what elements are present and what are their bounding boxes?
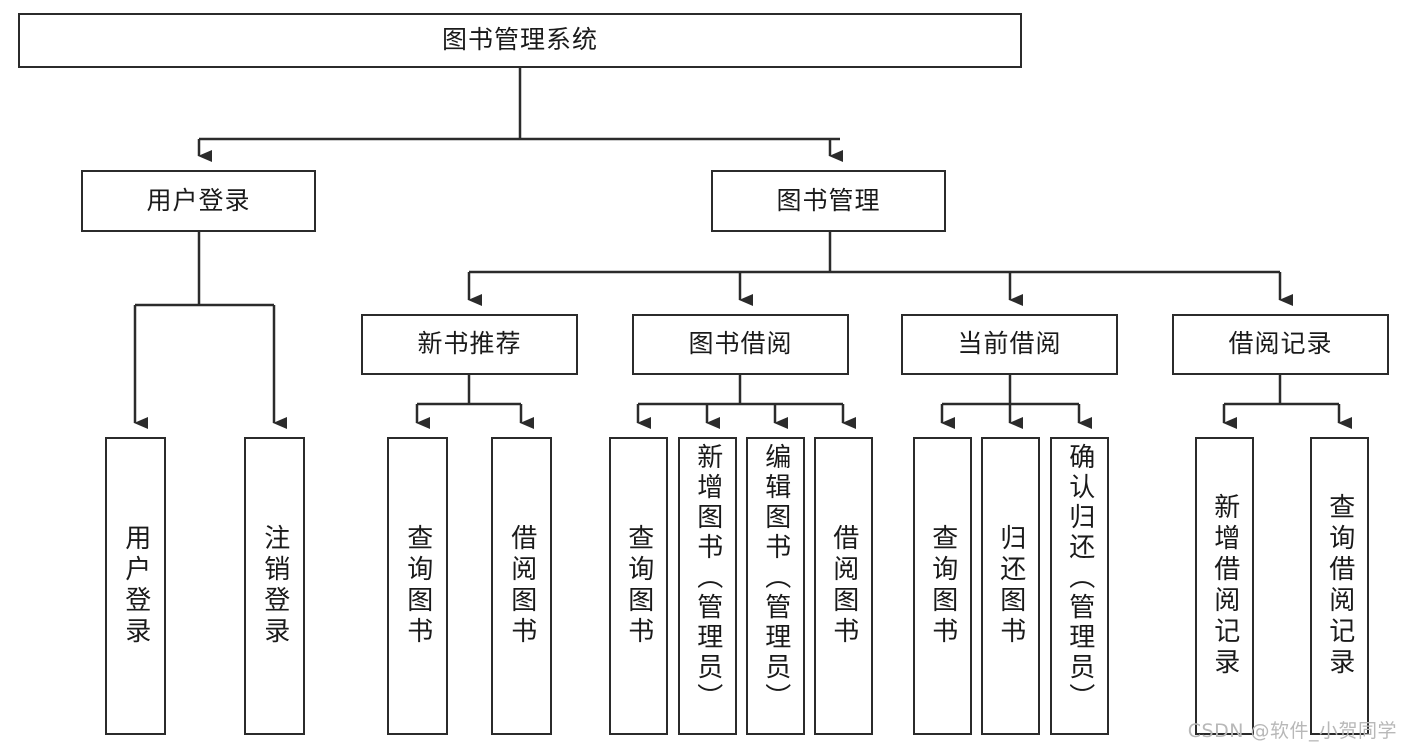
- leaf-record-query-borrow-record[interactable]: 查询借阅记录: [1310, 437, 1369, 735]
- node-book-borrow[interactable]: 图书借阅: [632, 314, 849, 375]
- leaf-borrow-query-books-label: 查询图书: [623, 524, 654, 648]
- leaf-user-login-label: 用户登录: [120, 524, 151, 648]
- node-current-borrow[interactable]: 当前借阅: [901, 314, 1118, 375]
- node-current-borrow-label: 当前借阅: [957, 329, 1062, 359]
- node-book-borrow-label: 图书借阅: [688, 329, 793, 359]
- leaf-user-login[interactable]: 用户登录: [105, 437, 166, 735]
- node-new-book-recommend[interactable]: 新书推荐: [361, 314, 578, 375]
- leaf-newbook-query-books-label: 查询图书: [402, 524, 433, 648]
- leaf-logout-label: 注销登录: [259, 524, 290, 648]
- leaf-borrow-add-book-admin[interactable]: 新增图书（管理员）: [678, 437, 737, 735]
- leaf-current-query-books-label: 查询图书: [927, 524, 958, 648]
- leaf-borrow-borrow-books[interactable]: 借阅图书: [814, 437, 873, 735]
- node-borrow-record[interactable]: 借阅记录: [1172, 314, 1389, 375]
- leaf-record-query-borrow-record-label: 查询借阅记录: [1324, 493, 1355, 679]
- node-book-management[interactable]: 图书管理: [711, 170, 946, 232]
- leaf-current-return-books[interactable]: 归还图书: [981, 437, 1040, 735]
- leaf-borrow-query-books[interactable]: 查询图书: [609, 437, 668, 735]
- leaf-current-confirm-return-admin-label: 确认归还（管理员）: [1064, 443, 1095, 713]
- leaf-logout[interactable]: 注销登录: [244, 437, 305, 735]
- leaf-borrow-add-book-admin-label: 新增图书（管理员）: [692, 443, 723, 713]
- node-root[interactable]: 图书管理系统: [18, 13, 1022, 68]
- leaf-newbook-query-books[interactable]: 查询图书: [387, 437, 448, 735]
- node-book-management-label: 图书管理: [776, 185, 881, 215]
- leaf-record-add-borrow-record-label: 新增借阅记录: [1209, 493, 1240, 679]
- leaf-current-return-books-label: 归还图书: [995, 524, 1026, 648]
- node-user-login-label: 用户登录: [146, 185, 251, 215]
- node-new-book-recommend-label: 新书推荐: [417, 329, 522, 359]
- node-root-label: 图书管理系统: [441, 25, 598, 55]
- node-user-login[interactable]: 用户登录: [81, 170, 316, 232]
- leaf-newbook-borrow-books[interactable]: 借阅图书: [491, 437, 552, 735]
- leaf-current-query-books[interactable]: 查询图书: [913, 437, 972, 735]
- leaf-newbook-borrow-books-label: 借阅图书: [506, 524, 537, 648]
- leaf-borrow-edit-book-admin-label: 编辑图书（管理员）: [760, 443, 791, 713]
- node-borrow-record-label: 借阅记录: [1228, 329, 1333, 359]
- leaf-borrow-borrow-books-label: 借阅图书: [828, 524, 859, 648]
- leaf-borrow-edit-book-admin[interactable]: 编辑图书（管理员）: [746, 437, 805, 735]
- leaf-record-add-borrow-record[interactable]: 新增借阅记录: [1195, 437, 1254, 735]
- leaf-current-confirm-return-admin[interactable]: 确认归还（管理员）: [1050, 437, 1109, 735]
